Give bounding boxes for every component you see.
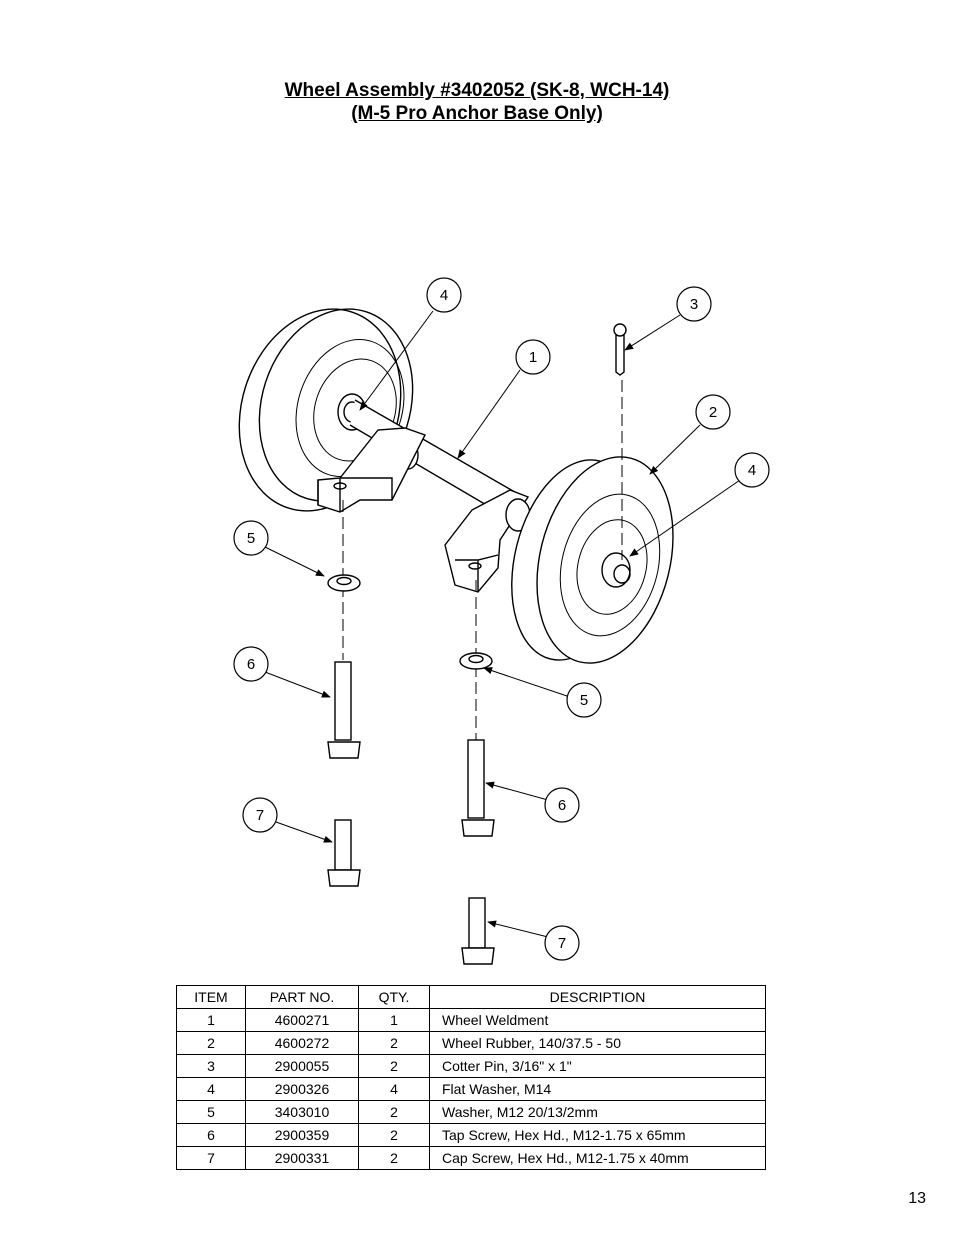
part-no-cell: 3403010 bbox=[245, 1100, 359, 1124]
callout-label: 4 bbox=[440, 287, 448, 304]
part-no-cell: 2900331 bbox=[245, 1146, 359, 1170]
item-cell: 7 bbox=[176, 1146, 246, 1170]
wheel-assembly-diagram: 4 3 1 2 4 5 6 5 6 7 7 bbox=[233, 277, 770, 965]
callout-label: 1 bbox=[529, 349, 537, 366]
qty-cell: 2 bbox=[358, 1123, 430, 1147]
page-subtitle: (M-5 Pro Anchor Base Only) bbox=[0, 103, 954, 125]
description-cell: Wheel Weldment bbox=[429, 1008, 766, 1032]
title-line-1: Wheel Assembly #3402052 (SK-8, WCH-14) bbox=[284, 80, 670, 101]
qty-cell: 2 bbox=[358, 1054, 430, 1078]
cotter-pin-drawing bbox=[613, 323, 627, 376]
item-cell: 1 bbox=[176, 1008, 246, 1032]
right-wheel-drawing bbox=[511, 456, 674, 664]
description-cell: Flat Washer, M14 bbox=[429, 1077, 766, 1101]
callout-label: 6 bbox=[558, 797, 566, 814]
bolt-drawing bbox=[327, 661, 495, 965]
header-qty: QTY. bbox=[358, 985, 430, 1009]
part-no-cell: 4600272 bbox=[245, 1031, 359, 1055]
qty-cell: 1 bbox=[358, 1008, 430, 1032]
qty-cell: 2 bbox=[358, 1031, 430, 1055]
page-title: Wheel Assembly #3402052 (SK-8, WCH-14) bbox=[0, 80, 954, 102]
header-part-no: PART NO. bbox=[245, 985, 359, 1009]
callout-label: 5 bbox=[247, 530, 255, 547]
callout-label: 2 bbox=[709, 404, 717, 421]
page-number: 13 bbox=[908, 1190, 926, 1207]
description-cell: Cotter Pin, 3/16" x 1" bbox=[429, 1054, 766, 1078]
callout-label: 7 bbox=[256, 807, 264, 824]
part-no-cell: 4600271 bbox=[245, 1008, 359, 1032]
description-cell: Cap Screw, Hex Hd., M12-1.75 x 40mm bbox=[429, 1146, 766, 1170]
header-description: DESCRIPTION bbox=[429, 985, 766, 1009]
item-cell: 5 bbox=[176, 1100, 246, 1124]
description-cell: Wheel Rubber, 140/37.5 - 50 bbox=[429, 1031, 766, 1055]
item-cell: 4 bbox=[176, 1077, 246, 1101]
description-cell: Tap Screw, Hex Hd., M12-1.75 x 65mm bbox=[429, 1123, 766, 1147]
callout-label: 6 bbox=[247, 656, 255, 673]
qty-cell: 2 bbox=[358, 1100, 430, 1124]
description-cell: Washer, M12 20/13/2mm bbox=[429, 1100, 766, 1124]
item-cell: 6 bbox=[176, 1123, 246, 1147]
header-item: ITEM bbox=[176, 985, 246, 1009]
table-header-row: ITEM PART NO. QTY. DESCRIPTION bbox=[176, 985, 766, 1009]
item-cell: 2 bbox=[176, 1031, 246, 1055]
part-no-cell: 2900326 bbox=[245, 1077, 359, 1101]
part-no-cell: 2900359 bbox=[245, 1123, 359, 1147]
qty-cell: 2 bbox=[358, 1146, 430, 1170]
callout-label: 3 bbox=[690, 296, 698, 313]
axle-drawing bbox=[317, 399, 531, 593]
qty-cell: 4 bbox=[358, 1077, 430, 1101]
callout-label: 4 bbox=[748, 462, 756, 479]
title-line-2: (M-5 Pro Anchor Base Only) bbox=[351, 103, 603, 124]
washer-drawing bbox=[327, 574, 493, 670]
callout-label: 7 bbox=[558, 935, 566, 952]
callout-label: 5 bbox=[580, 692, 588, 709]
item-cell: 3 bbox=[176, 1054, 246, 1078]
part-no-cell: 2900055 bbox=[245, 1054, 359, 1078]
